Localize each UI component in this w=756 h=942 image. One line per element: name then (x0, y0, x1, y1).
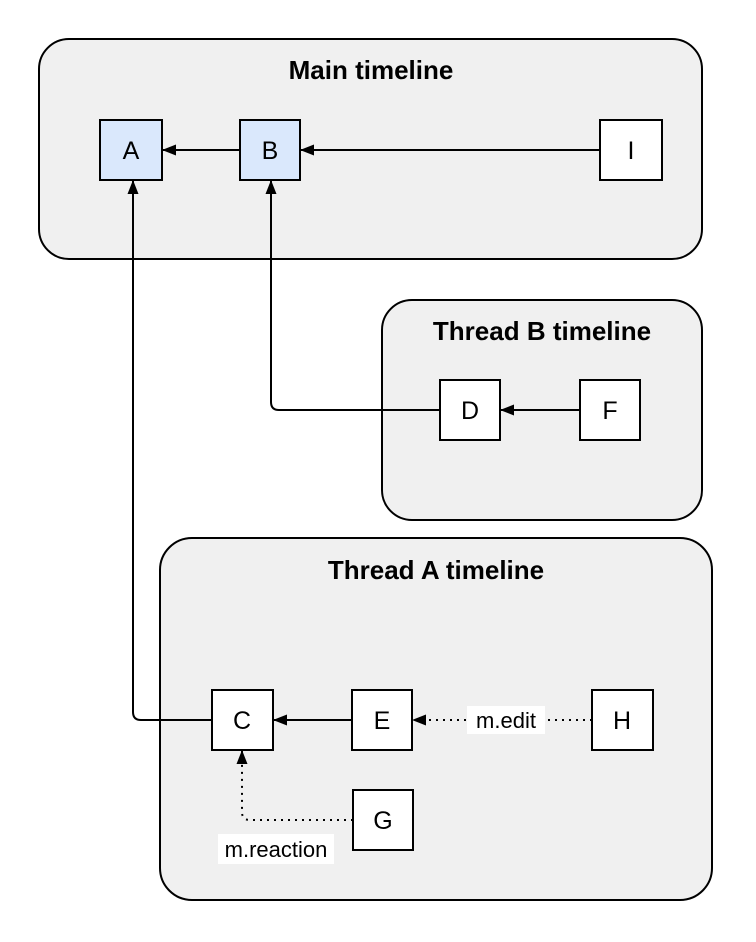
edge-label-mreaction: m.reaction (225, 837, 328, 862)
node-d-label: D (461, 397, 479, 425)
edge-c-to-a (127, 180, 212, 721)
node-h-box (591, 689, 654, 751)
node-c-label: C (233, 707, 251, 735)
node-g: G (352, 789, 414, 851)
node-i: I (599, 119, 663, 181)
node-c: C (211, 689, 274, 751)
thread-b-timeline-title: Thread B timeline (433, 316, 651, 346)
node-h: H (591, 689, 654, 751)
edge-label-medit: m.edit (476, 708, 536, 733)
node-i-label: I (628, 137, 635, 165)
node-a: A (99, 119, 163, 181)
thread-a-timeline-title: Thread A timeline (328, 555, 544, 585)
node-b-box (239, 119, 301, 181)
node-g-box (352, 789, 414, 851)
node-a-box (99, 119, 163, 181)
edge-label-bg-medit (467, 706, 545, 734)
node-e-label: E (374, 707, 391, 735)
node-h-label: H (613, 707, 631, 735)
node-f-box (579, 379, 641, 441)
node-b-label: B (262, 137, 279, 165)
node-d: D (439, 379, 501, 441)
node-d-box (439, 379, 501, 441)
node-i-box (599, 119, 663, 181)
node-c-box (211, 689, 274, 751)
node-a-label: A (123, 137, 140, 165)
node-g-label: G (373, 807, 392, 835)
edge-d-to-b (265, 180, 440, 411)
node-e: E (351, 689, 413, 751)
node-f: F (579, 379, 641, 441)
node-f-label: F (602, 397, 617, 425)
node-b: B (239, 119, 301, 181)
edge-label-bg-mreaction (218, 834, 334, 864)
node-e-box (351, 689, 413, 751)
main-timeline-title: Main timeline (289, 55, 454, 85)
